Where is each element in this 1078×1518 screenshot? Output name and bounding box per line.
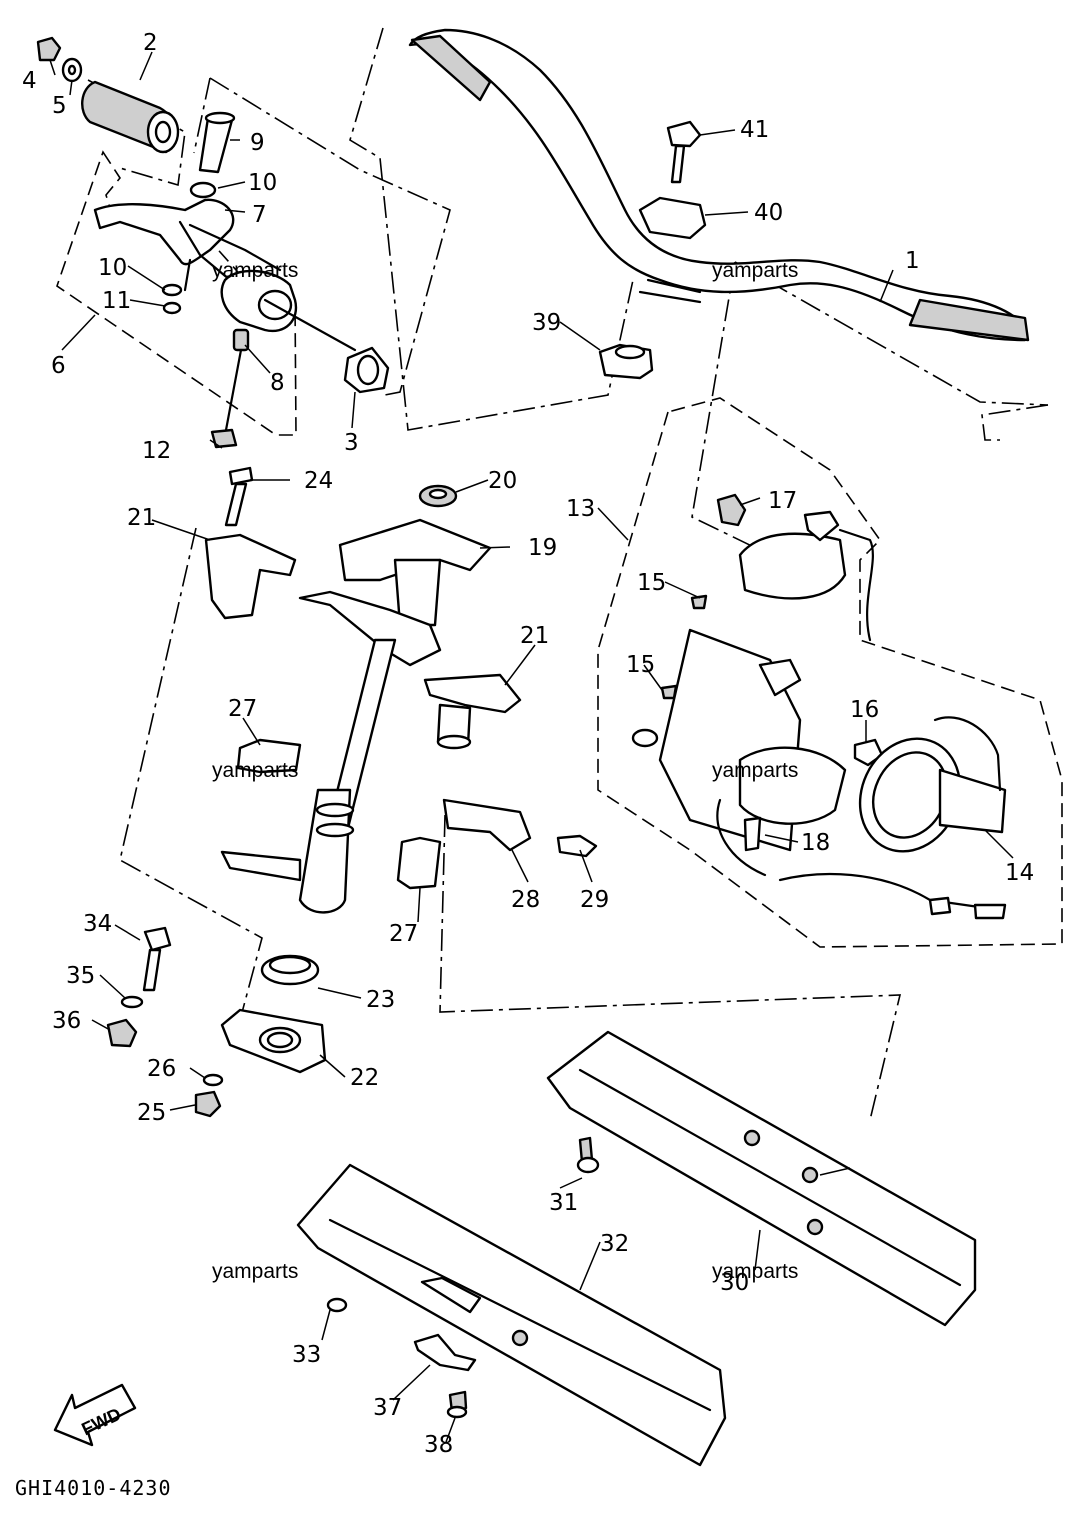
- label-36: 36: [52, 1008, 81, 1034]
- label-34: 34: [83, 911, 112, 937]
- label-24: 24: [304, 468, 333, 494]
- label-39: 39: [532, 310, 561, 336]
- hardware-left-parts: [106, 926, 224, 1118]
- label-14: 14: [1005, 860, 1034, 886]
- label-25: 25: [137, 1100, 166, 1126]
- small-parts-throttle: [161, 258, 250, 449]
- label-21b: 21: [520, 623, 549, 649]
- column-group-line: [119, 527, 263, 1021]
- watermark-text: yamparts: [212, 759, 298, 782]
- grip-end-parts: [36, 36, 83, 83]
- column-holder-part: [423, 673, 522, 750]
- label-22: 22: [350, 1065, 379, 1091]
- label-1: 1: [905, 248, 920, 274]
- plate-part: [220, 1008, 327, 1074]
- label-12: 12: [142, 438, 171, 464]
- grip-group-line: [209, 77, 451, 396]
- watermark-text: yamparts: [212, 259, 298, 282]
- damper-parts: [236, 738, 442, 890]
- label-30: 30: [720, 1270, 749, 1296]
- label-17: 17: [768, 488, 797, 514]
- watermark-text: yamparts: [712, 259, 798, 282]
- label-31: 31: [549, 1190, 578, 1216]
- label-26: 26: [147, 1056, 176, 1082]
- label-15b: 15: [626, 652, 655, 678]
- group-13-outline: [597, 397, 1063, 948]
- label-21a: 21: [127, 505, 156, 531]
- group-6-outline: [56, 150, 297, 436]
- cover-rear-part: [546, 1030, 977, 1327]
- fwd-arrow: FWD: [53, 1383, 137, 1447]
- label-41: 41: [740, 117, 769, 143]
- label-6: 6: [51, 353, 66, 379]
- leader-lines: [49, 51, 1014, 1443]
- label-20: 20: [488, 468, 517, 494]
- label-16: 16: [850, 697, 879, 723]
- label-2: 2: [143, 30, 158, 56]
- watermark-text: yamparts: [212, 1260, 298, 1283]
- label-33: 33: [292, 1342, 321, 1368]
- label-32: 32: [600, 1231, 629, 1257]
- label-10a: 10: [248, 170, 277, 196]
- handlebar-part: [408, 28, 1030, 342]
- label-8: 8: [270, 370, 285, 396]
- upper-clamp-part: [638, 120, 707, 240]
- group-outlines: [56, 27, 1063, 1121]
- label-5: 5: [52, 93, 67, 119]
- label-13: 13: [566, 496, 595, 522]
- label-11: 11: [102, 288, 131, 314]
- pin-part: [189, 111, 236, 199]
- lower-clamp-part: [598, 343, 654, 380]
- label-3: 3: [344, 430, 359, 456]
- label-23: 23: [366, 987, 395, 1013]
- watermark-text: yamparts: [712, 1260, 798, 1283]
- clamp-28-part: [442, 798, 598, 858]
- handlebar-group-line: [349, 27, 634, 431]
- part-labels: 1 2 3 4 5 6 7 8 9 10 10 11 12 13 14 15 1…: [22, 30, 1034, 1458]
- grip-group-line-b: [193, 77, 211, 154]
- watermarks: yamparts yamparts yamparts yamparts yamp…: [212, 259, 798, 1283]
- watermark-text: yamparts: [712, 759, 798, 782]
- label-15a: 15: [637, 570, 666, 596]
- label-10b: 10: [98, 255, 127, 281]
- label-27b: 27: [389, 921, 418, 947]
- label-40: 40: [754, 200, 783, 226]
- label-27a: 27: [228, 696, 257, 722]
- handlebar-right-line: [981, 404, 1049, 441]
- cover-group-line: [439, 814, 902, 1121]
- band-part: [260, 954, 320, 986]
- collar-part: [343, 346, 390, 394]
- lever-part: [93, 198, 235, 282]
- bracket-37-part: [413, 1333, 477, 1419]
- switch-assembly-part: [631, 493, 1007, 920]
- label-18: 18: [801, 830, 830, 856]
- bracket-left-part: [204, 466, 297, 620]
- label-7: 7: [252, 202, 267, 228]
- group-13-ref-line-b: [691, 261, 761, 551]
- label-19: 19: [528, 535, 557, 561]
- label-38: 38: [424, 1432, 453, 1458]
- cover-front-part: [296, 1163, 727, 1467]
- bushing-part: [418, 484, 458, 508]
- label-37: 37: [373, 1395, 402, 1421]
- label-35: 35: [66, 963, 95, 989]
- label-4: 4: [22, 68, 37, 94]
- steering-column-part: [220, 518, 492, 914]
- group-13-ref-line: [734, 261, 1049, 406]
- grip-part: [81, 80, 180, 154]
- label-29: 29: [580, 887, 609, 913]
- label-9: 9: [250, 130, 265, 156]
- label-28: 28: [511, 887, 540, 913]
- throttle-housing-part: [188, 223, 357, 352]
- drawing-code: GHI4010-4230: [15, 1476, 172, 1500]
